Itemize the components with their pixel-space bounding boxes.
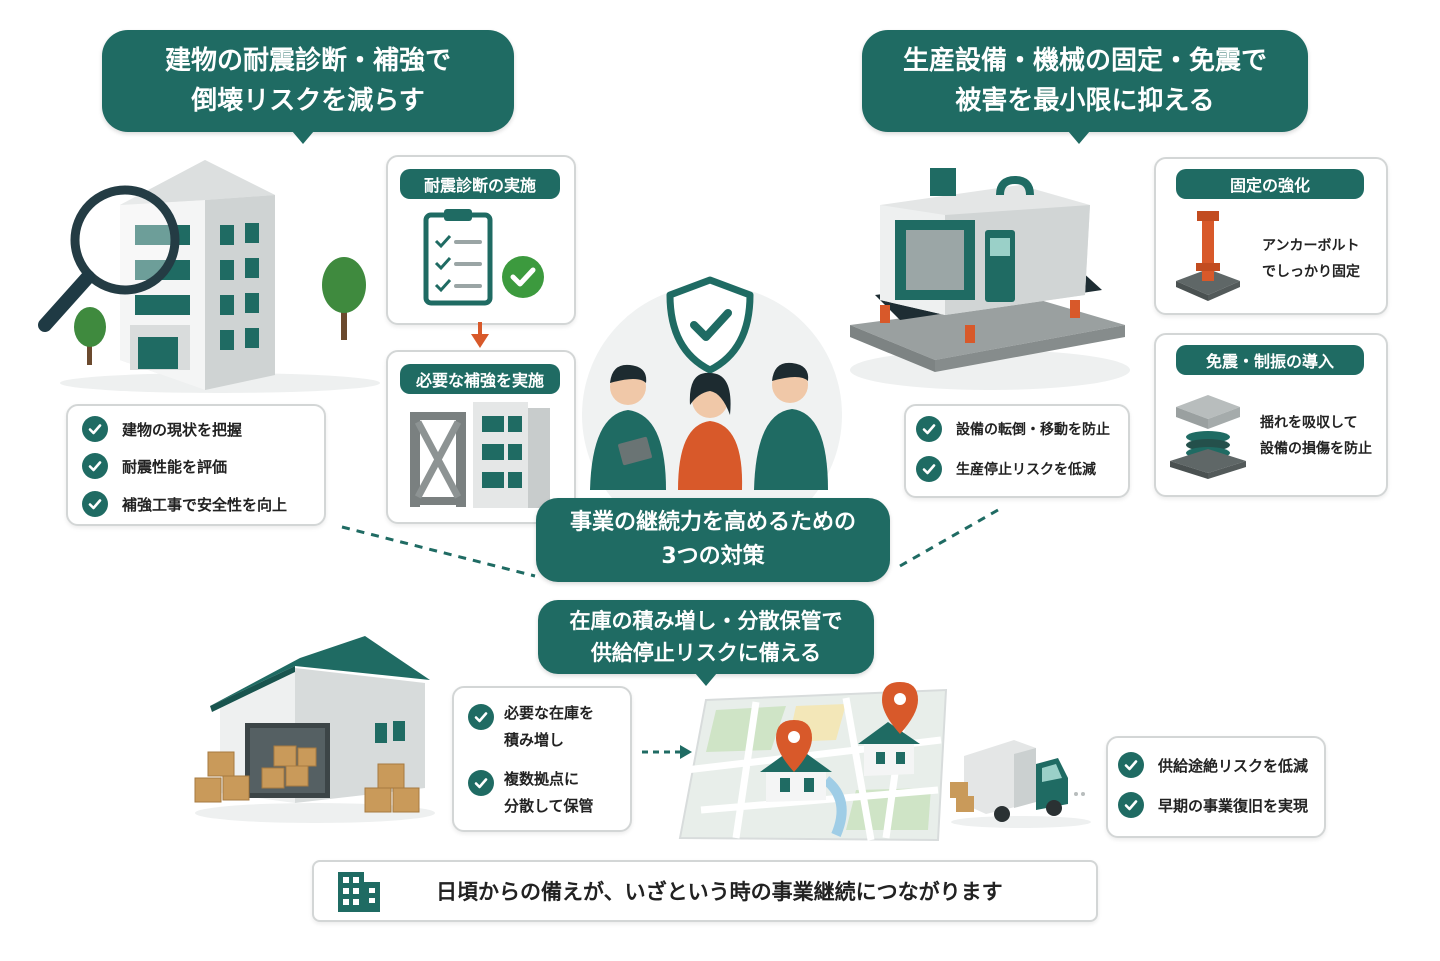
arrow-down-icon (471, 322, 489, 348)
section-title-equipment: 生産設備・機械の固定・免震で 被害を最小限に抑える (862, 30, 1308, 144)
machine-illustration (850, 168, 1130, 390)
warehouse-illustration (194, 636, 435, 823)
magnifier-icon (38, 185, 180, 332)
step-card-diagnosis: 耐震診断の実施 (386, 155, 576, 325)
building-icon (473, 402, 550, 508)
pin-icon (776, 682, 918, 772)
check-text: 複数拠点に分散して保管 (504, 770, 594, 815)
truck-icon (950, 740, 1091, 828)
building-checklist: 建物の現状を把握 耐震性能を評価 補強工事で安全性を向上 (66, 404, 326, 526)
check-circle-icon (502, 256, 544, 298)
steel-frame-icon (410, 412, 466, 507)
step-title: 耐震診断の実施 (400, 169, 560, 199)
check-icon (468, 704, 494, 730)
arrow-right-icon (642, 745, 692, 759)
shield-check-icon (666, 276, 754, 374)
boxes-icon (194, 745, 420, 813)
title-line2: 倒壊リスクを減らす (191, 86, 425, 116)
card-desc-line1: 揺れを吸収して (1260, 415, 1358, 431)
check-icon (468, 770, 494, 796)
isolator-icon (1170, 395, 1246, 479)
title-line1: 生産設備・機械の固定・免震で (902, 46, 1267, 76)
card-isolation: 免震・制振の導入 揺れを吸収して 設備の損傷を防止 (1154, 333, 1388, 497)
inventory-checklist: 必要な在庫を積み増し 複数拠点に分散して保管 (452, 686, 632, 832)
card-title: 固定の強化 (1176, 169, 1364, 199)
building-illustration (38, 160, 380, 393)
tree-icon (74, 257, 366, 365)
office-building-icon (338, 872, 380, 912)
check-text: 必要な在庫を積み増し (504, 704, 595, 749)
title-line2: 供給停止リスクに備える (590, 641, 822, 665)
footer-text: 日頃からの備えが、いざという時の事業継続につながります (436, 880, 1003, 904)
anchor-bolt-icon (880, 300, 1080, 343)
card-desc-line1: アンカーボルト (1262, 238, 1360, 254)
check-item: 建物の現状を把握 (82, 416, 242, 442)
check-icon (916, 416, 942, 442)
map-icon (678, 688, 948, 842)
check-item: 生産停止リスクを低減 (916, 456, 1096, 482)
center-title-line1: 事業の継続力を高めるための (569, 510, 856, 535)
check-item: 補強工事で安全性を向上 (82, 491, 287, 517)
step-title: 必要な補強を実施 (400, 364, 560, 394)
clipboard-icon (423, 209, 493, 306)
title-line1: 建物の耐震診断・補強で (164, 46, 451, 76)
check-icon (82, 491, 108, 517)
card-title: 免震・制振の導入 (1176, 345, 1364, 375)
step-card-reinforcement: 必要な補強を実施 (386, 350, 576, 524)
check-icon (1118, 792, 1144, 818)
results-checklist: 供給途絶リスクを低減 早期の事業復旧を実現 (1106, 736, 1326, 838)
footer-banner: 日頃からの備えが、いざという時の事業継続につながります (312, 860, 1098, 922)
card-fixing: 固定の強化 アンカーボルト でしっかり固定 (1154, 157, 1388, 315)
check-item: 供給途絶リスクを低減 (1118, 752, 1308, 778)
check-icon (916, 456, 942, 482)
check-item: 早期の事業復旧を実現 (1118, 792, 1308, 818)
center-title: 事業の継続力を高めるための 3つの対策 (536, 498, 890, 582)
check-icon (82, 453, 108, 479)
title-line2: 被害を最小限に抑える (955, 86, 1215, 116)
machine-icon (875, 168, 1102, 320)
map-illustration (678, 682, 948, 842)
check-item: 設備の転倒・移動を防止 (916, 416, 1110, 442)
card-desc-line2: でしっかり固定 (1262, 264, 1360, 280)
section-title-inventory: 在庫の積み増し・分散保管で 供給停止リスクに備える (538, 600, 874, 686)
section-title-building: 建物の耐震診断・補強で 倒壊リスクを減らす (102, 30, 514, 144)
check-icon (1118, 752, 1144, 778)
team-illustration (582, 276, 842, 505)
check-item: 耐震性能を評価 (82, 453, 227, 479)
equipment-checklist: 設備の転倒・移動を防止 生産停止リスクを低減 (904, 404, 1130, 498)
anchor-bolt-icon (1176, 211, 1240, 301)
check-icon (82, 416, 108, 442)
team-icon (590, 362, 828, 490)
card-desc-line2: 設備の損傷を防止 (1260, 441, 1372, 457)
title-line1: 在庫の積み増し・分散保管で (569, 609, 843, 633)
center-title-line2: 3つの対策 (661, 544, 765, 569)
